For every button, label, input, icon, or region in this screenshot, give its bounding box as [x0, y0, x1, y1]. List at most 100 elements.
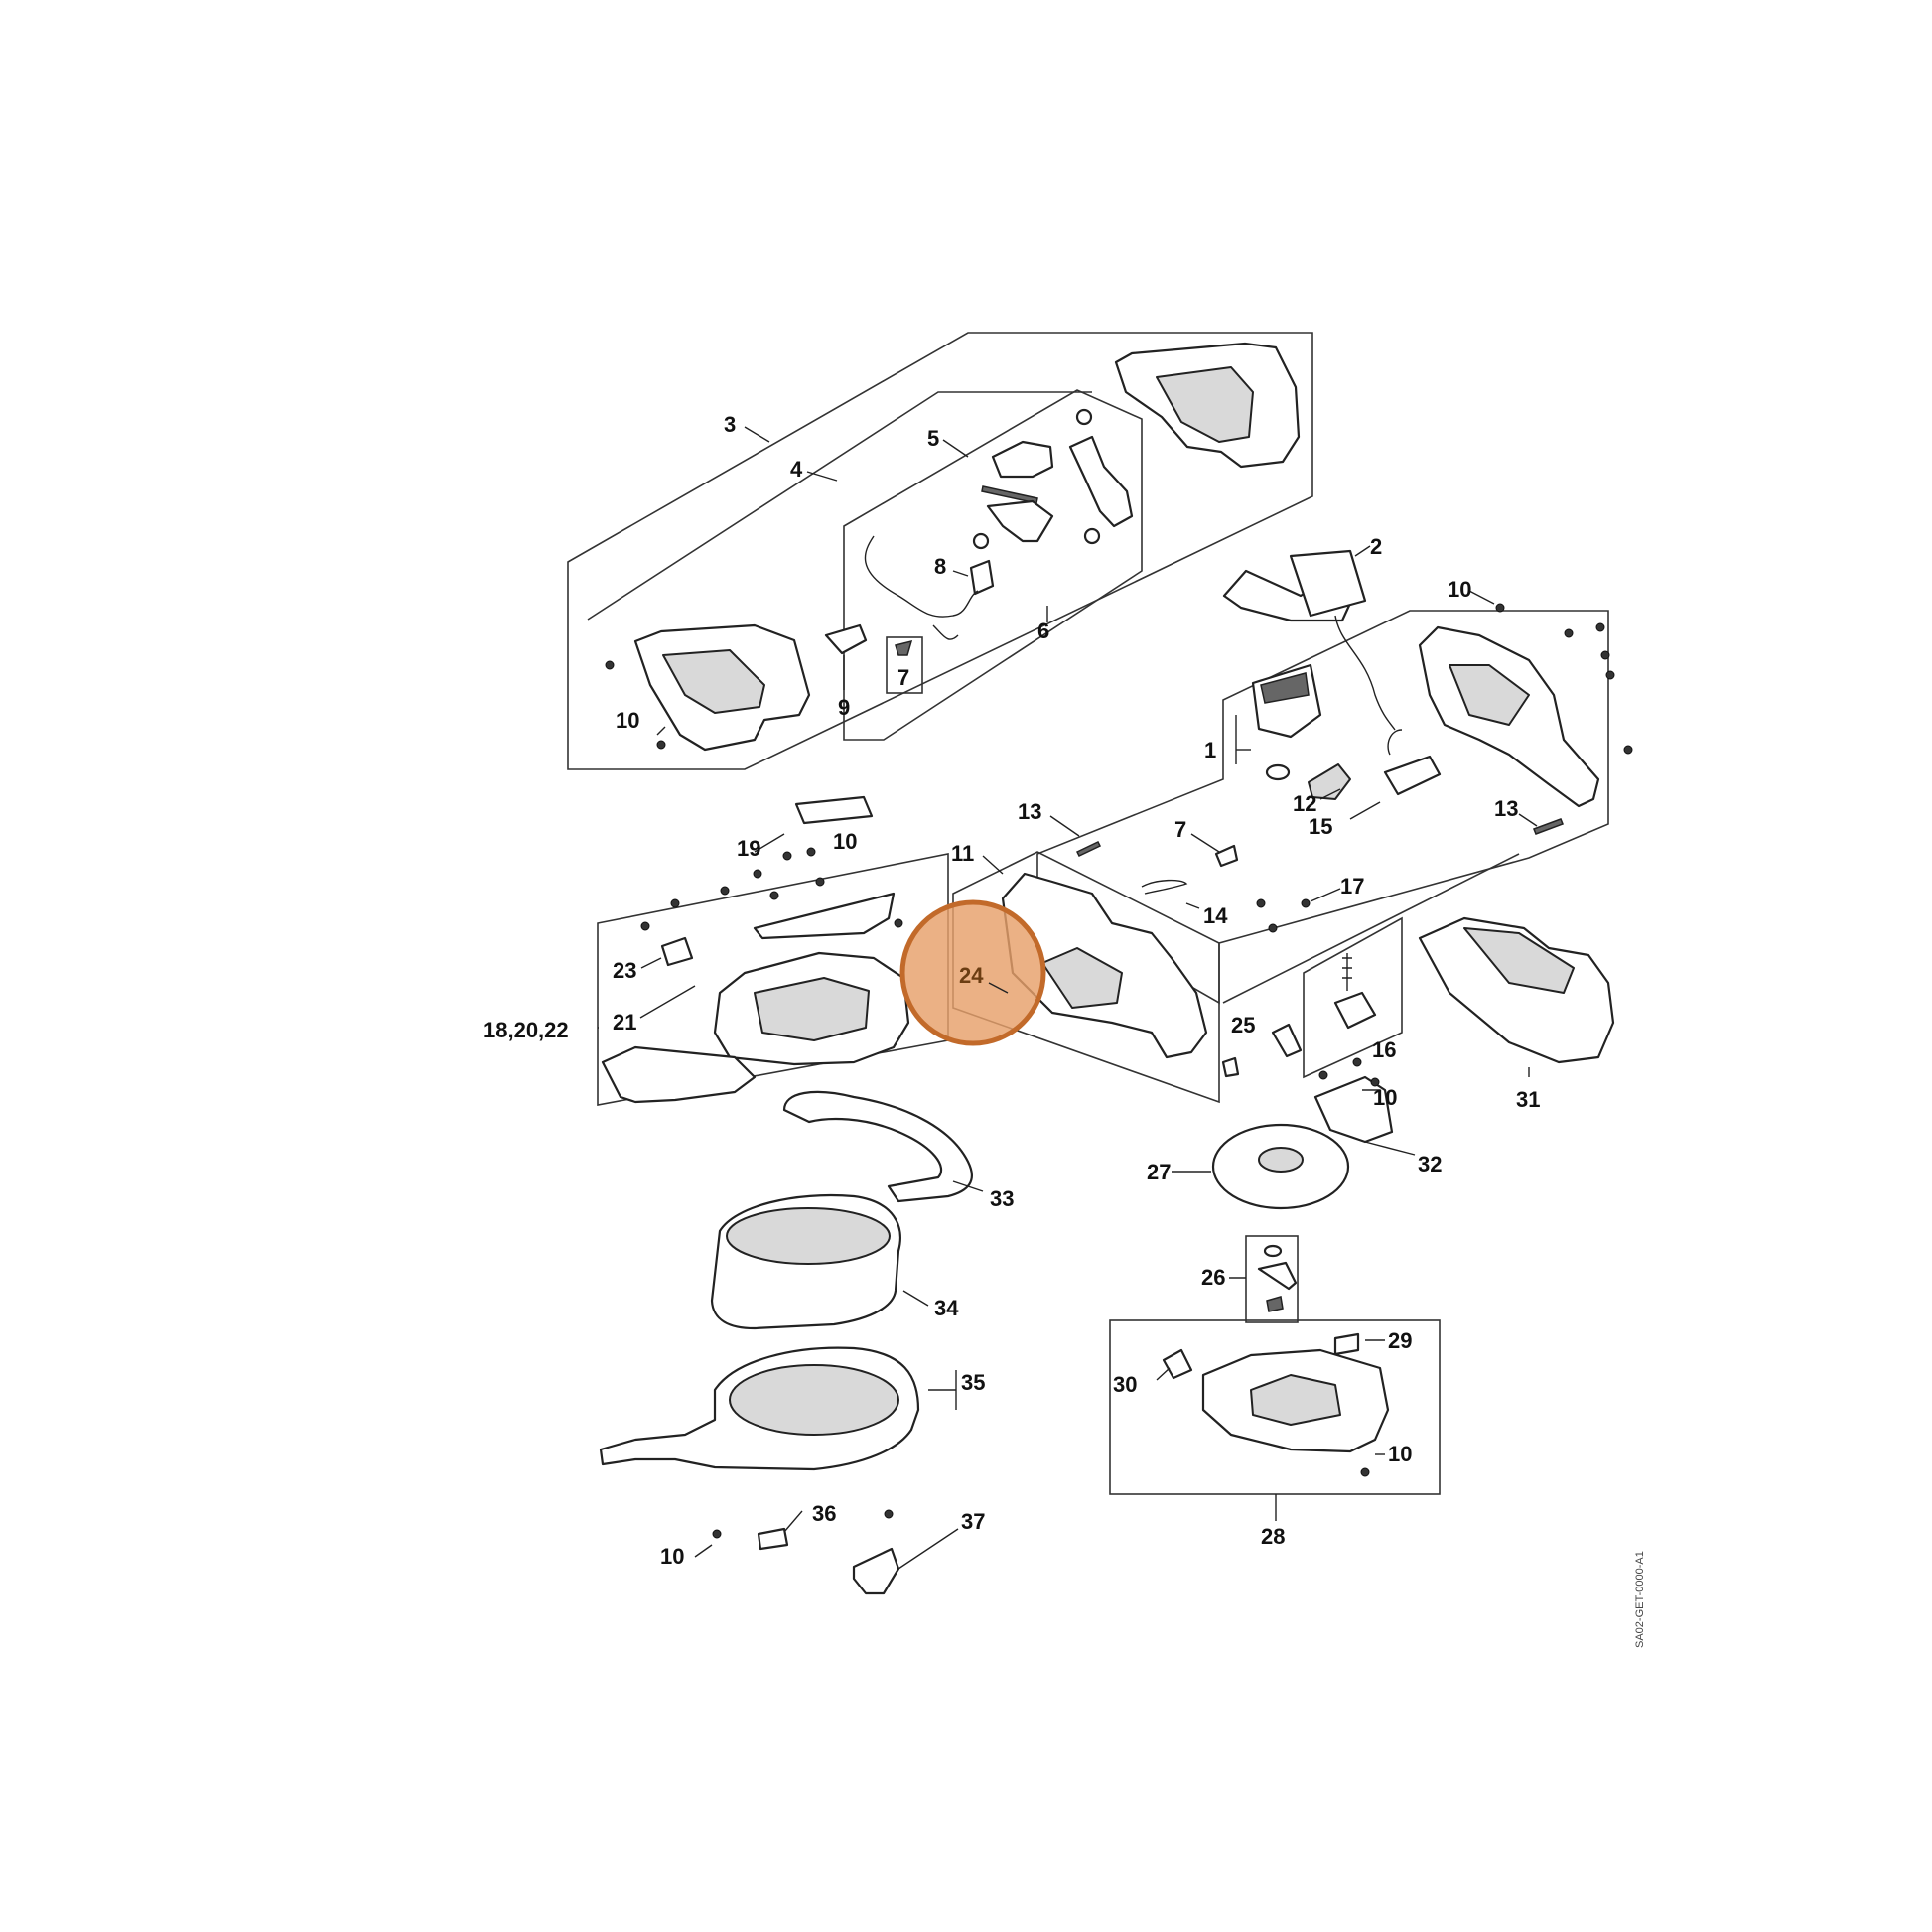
screw — [640, 921, 650, 931]
fan-housing-inner — [754, 977, 870, 1041]
screw — [1564, 628, 1574, 638]
motor-armature — [1251, 663, 1322, 739]
label-7-mid: 7 — [1174, 817, 1186, 842]
frame-motor-step — [1222, 853, 1520, 1004]
label-28: 28 — [1261, 1524, 1285, 1549]
microswitch-cable — [864, 535, 979, 618]
frame-part-26 — [1245, 1235, 1299, 1323]
guard-37 — [852, 1547, 900, 1595]
label-10-f: 10 — [660, 1544, 684, 1569]
clip-7-mid — [1214, 844, 1239, 868]
label-34: 34 — [934, 1296, 959, 1320]
blower-cover — [1418, 916, 1615, 1064]
label-17: 17 — [1340, 874, 1364, 898]
latch-30 — [1162, 1348, 1193, 1380]
label-29: 29 — [1388, 1328, 1412, 1353]
spring-14 — [1141, 879, 1188, 895]
ring-34-inner — [726, 1207, 891, 1265]
label-2: 2 — [1370, 534, 1382, 559]
frame-part-28 — [1109, 1319, 1441, 1495]
label-35: 35 — [961, 1370, 985, 1395]
washer-26 — [1263, 1244, 1283, 1258]
label-3: 3 — [724, 412, 736, 437]
label-7-top: 7 — [897, 665, 909, 690]
label-31: 31 — [1516, 1087, 1540, 1112]
label-32: 32 — [1418, 1152, 1442, 1176]
frame-handle-inner — [587, 391, 1092, 621]
label-36: 36 — [812, 1501, 836, 1526]
screw — [769, 891, 779, 900]
label-10-b: 10 — [1448, 577, 1471, 602]
switch-lever — [991, 440, 1054, 479]
drawing-code: SA02-GET-0000-A1 — [1634, 1551, 1646, 1648]
screws — [605, 603, 1633, 1539]
screw — [605, 660, 615, 670]
label-10-c: 10 — [833, 829, 857, 854]
screw — [1352, 1057, 1362, 1067]
frame-part-7 — [886, 636, 923, 694]
screw — [1495, 603, 1505, 613]
hose-33 — [782, 1090, 974, 1203]
pin-13-right — [1533, 818, 1564, 835]
bracket-32 — [1313, 1075, 1394, 1144]
nut-26 — [1266, 1296, 1284, 1312]
power-cable — [1334, 615, 1396, 731]
group-frames — [567, 332, 1609, 1495]
fan-hub — [1258, 1147, 1304, 1173]
screw — [1268, 923, 1278, 933]
label-21 — [753, 892, 896, 940]
screw — [806, 847, 816, 857]
label-26: 26 — [1201, 1265, 1225, 1290]
connector-cap — [1221, 1056, 1240, 1078]
spring-small — [972, 532, 990, 550]
part-labels: 3 4 5 8 6 7 9 10 2 10 1 12 15 13 13 7 19… — [483, 412, 1540, 1569]
label-4: 4 — [790, 457, 803, 482]
cable-plug — [1289, 549, 1367, 618]
screw — [1360, 1467, 1370, 1477]
highlight-part-24[interactable] — [899, 899, 1046, 1046]
label-21: 21 — [613, 1010, 636, 1035]
label-18-20-22: 18,20,22 — [483, 1018, 569, 1042]
label-8: 8 — [934, 554, 946, 579]
screw — [815, 877, 825, 887]
label-30: 30 — [1113, 1372, 1137, 1397]
frame-part-16 — [1303, 916, 1403, 1079]
air-duct-cover-grille — [1041, 947, 1123, 1009]
motor-bracket — [1308, 763, 1351, 800]
label-1: 1 — [1204, 738, 1216, 762]
label-37: 37 — [961, 1509, 985, 1534]
microswitch-cable-2 — [932, 624, 959, 640]
label-19: 19 — [737, 836, 760, 861]
screw — [894, 918, 903, 928]
label-24[interactable]: 24 — [959, 963, 984, 988]
label-6: 6 — [1037, 619, 1049, 643]
clip-9 — [824, 623, 868, 655]
label-10-d: 10 — [1373, 1085, 1397, 1110]
fan-housing-outlet — [601, 1045, 757, 1104]
key-26 — [1257, 1261, 1298, 1291]
switch-trigger — [986, 499, 1054, 543]
screw — [1318, 1070, 1328, 1080]
clip-29 — [1333, 1332, 1360, 1356]
screw — [1623, 745, 1633, 755]
fan-cover-grid — [1250, 1374, 1341, 1426]
handle-half-inner — [662, 649, 765, 714]
housing-35-inner — [729, 1364, 899, 1436]
label-16: 16 — [1372, 1037, 1396, 1062]
spring-top — [1075, 408, 1093, 426]
motor-windings — [1260, 672, 1310, 704]
screw — [670, 898, 680, 908]
label-15: 15 — [1309, 814, 1332, 839]
spring-mid — [1083, 527, 1101, 545]
screw — [782, 851, 792, 861]
label-11: 11 — [951, 841, 974, 866]
lock-lever — [1068, 435, 1134, 528]
screw — [656, 740, 666, 750]
label-19 — [794, 795, 874, 825]
screw — [1301, 898, 1311, 908]
clip-7 — [895, 639, 913, 656]
label-14: 14 — [1203, 903, 1228, 928]
pin-13-left — [1075, 841, 1102, 857]
label-13-left: 13 — [1018, 799, 1041, 824]
